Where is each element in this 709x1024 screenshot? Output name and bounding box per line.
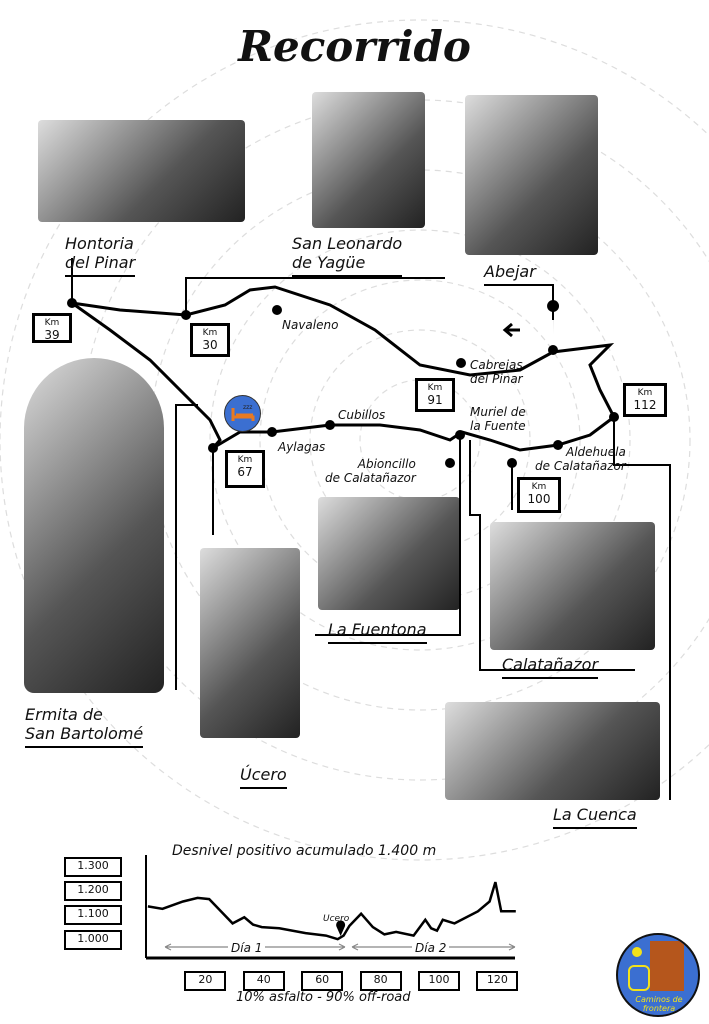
marker-dot: [208, 443, 218, 453]
x-tick-label: 40: [242, 971, 285, 991]
y-tick-label: 1.000: [64, 930, 122, 950]
marker-dot: [272, 305, 282, 315]
photo-ermita: [24, 358, 164, 693]
x-tick-label: 60: [301, 971, 344, 991]
label-la-cuenca: La Cuenca: [553, 805, 637, 829]
marker-dot: [67, 298, 77, 308]
svg-text:zzz: zzz: [243, 404, 252, 411]
day-arrows: [164, 943, 516, 951]
label-fuentona: La Fuentona: [328, 620, 427, 644]
route-line: [71, 301, 222, 449]
marker-dot: [455, 430, 465, 440]
x-tick-label: 80: [359, 971, 402, 991]
photo-arch-san-leonardo: [312, 92, 425, 228]
arrow-left-icon: [502, 322, 520, 338]
y-tick-label: 1.300: [64, 857, 122, 877]
town-muriel: Muriel de la Fuente: [470, 405, 526, 433]
marker-dot: [609, 412, 619, 422]
marker-dot: [507, 458, 517, 468]
y-tick-label: 1.100: [64, 905, 122, 925]
x-tick-label: 20: [184, 971, 227, 991]
marker-dot: [267, 427, 277, 437]
town-aldehuela: Aldehuela de Calatañazor: [535, 445, 626, 473]
town-cabrejas: Cabrejas del Pinar: [470, 358, 523, 386]
map-pin-icon: [336, 920, 346, 936]
label-san-leonardo: San Leonardo de Yagüe: [292, 234, 403, 277]
x-tick-label: 120: [476, 971, 519, 991]
annotation-ucero: Ucero: [323, 914, 350, 924]
marker-dot: [445, 458, 455, 468]
town-cubillos: Cubillos: [338, 408, 386, 422]
day2-label: Día 2: [412, 941, 450, 955]
photo-ucero-tower: [200, 548, 300, 738]
day1-label: Día 1: [228, 941, 266, 955]
marker-dot: [325, 420, 335, 430]
photo-calatanazor: [490, 522, 655, 650]
photo-tower-abejar: [465, 95, 598, 255]
x-tick-label: 100: [418, 971, 460, 991]
marker-dot: [548, 345, 558, 355]
route-line: [71, 285, 616, 452]
marker-dot: [553, 440, 563, 450]
y-tick-label: 1.200: [64, 881, 122, 901]
label-abejar: Abejar: [484, 262, 536, 281]
bed-icon: zzz: [224, 395, 261, 432]
page-title: Recorrido: [238, 22, 471, 71]
town-aylagas: Aylagas: [278, 440, 326, 454]
photo-fuentona: [318, 497, 460, 610]
label-ermita: Ermita de San Bartolomé: [25, 705, 144, 748]
town-navaleno: Navaleno: [282, 318, 339, 332]
chart-footer: 10% asfalto - 90% off-road: [236, 990, 411, 1005]
marker-dot: [181, 310, 191, 320]
map-pin-icon: [547, 300, 560, 335]
town-abioncillo: Abioncillo de Calatañazor: [325, 457, 416, 485]
chart-title: Desnivel positivo acumulado 1.400 m: [172, 843, 437, 859]
label-hontoria: Hontoria del Pinar: [65, 234, 136, 277]
elevation-profile-line: [147, 881, 516, 941]
leader-lines: [71, 258, 671, 800]
photo-bridge-hontoria: [38, 120, 245, 222]
marker-dot: [456, 358, 466, 368]
caminos-de-frontera-logo: Caminos de frontera: [616, 933, 700, 1017]
photo-la-cuenca: [445, 702, 660, 800]
label-ucero: Úcero: [240, 765, 287, 789]
label-calatanazor: Calatañazor: [502, 655, 599, 679]
